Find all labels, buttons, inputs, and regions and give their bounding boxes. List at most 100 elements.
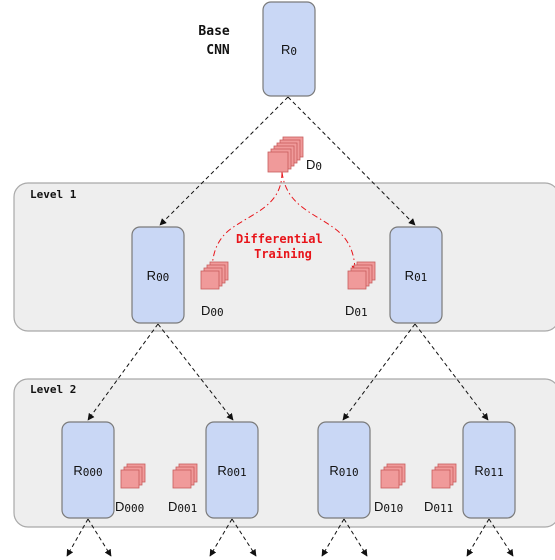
level-2-label: Level 2 <box>30 383 76 396</box>
node-box <box>262 1 316 97</box>
level-2-panel <box>13 378 555 528</box>
label-main: R <box>474 463 483 478</box>
label-main: D <box>345 303 354 318</box>
label-subscript: 000 <box>124 502 144 515</box>
data-card <box>172 469 192 489</box>
node-box <box>131 226 185 324</box>
label-main: R <box>147 268 156 283</box>
node-r00: R00 <box>131 226 185 324</box>
data-card <box>267 151 289 173</box>
label-subscript: 00 <box>210 306 223 319</box>
split-arrow-left <box>208 171 283 273</box>
label-main: R <box>405 268 414 283</box>
edges <box>66 96 514 557</box>
dataset-d00: D00 <box>200 261 229 319</box>
node-box <box>317 421 371 519</box>
split-arrow-right <box>281 171 359 273</box>
node-box <box>205 421 259 519</box>
edge-out <box>488 518 514 557</box>
edge-out <box>343 518 368 557</box>
dataset-d01: D01 <box>345 261 376 319</box>
label-subscript: 001 <box>227 466 247 479</box>
r00-label: R00 <box>147 268 170 284</box>
label-subscript: 011 <box>433 502 453 515</box>
base-label-line-2: CNN <box>206 43 230 58</box>
data-card <box>380 469 400 489</box>
label-subscript: 001 <box>177 502 197 515</box>
label-main: R <box>329 463 338 478</box>
label-subscript: 011 <box>484 466 504 479</box>
label-main: D <box>201 303 210 318</box>
d0-label: D0 <box>306 157 322 173</box>
node-box <box>61 421 115 519</box>
dataset-d000: D000 <box>115 463 146 515</box>
data-card <box>200 270 220 290</box>
edge-out <box>466 518 490 557</box>
node-r000: R000 <box>61 421 115 519</box>
node-box <box>462 421 516 519</box>
data-card <box>347 270 367 290</box>
edge-out <box>209 518 233 557</box>
edge-out <box>231 518 257 557</box>
label-main: D <box>306 157 315 172</box>
label-subscript: 01 <box>414 271 427 284</box>
d00-label: D00 <box>201 303 224 319</box>
d01-label: D01 <box>345 303 368 319</box>
label-main: D <box>374 499 383 514</box>
data-card <box>120 469 140 489</box>
d011-label: D011 <box>424 499 453 515</box>
edge-out <box>321 518 345 557</box>
r010-label: R010 <box>329 463 358 479</box>
label-subscript: 0 <box>315 160 322 173</box>
edge-out <box>87 518 112 557</box>
dataset-d010: D010 <box>374 463 406 515</box>
label-main: R <box>281 42 290 57</box>
label-subscript: 010 <box>383 502 403 515</box>
data-card <box>431 469 451 489</box>
node-box <box>389 226 443 324</box>
d000-label: D000 <box>115 499 144 515</box>
base-label-line-1: Base <box>198 24 229 39</box>
node-r01: R01 <box>389 226 443 324</box>
node-r010: R010 <box>317 421 371 519</box>
dataset-d011: D011 <box>424 463 457 515</box>
label-subscript: 010 <box>339 466 359 479</box>
differential-training-label: Differential Training <box>236 232 330 261</box>
edge-r0-r01 <box>287 96 416 226</box>
label-subscript: 00 <box>156 271 169 284</box>
label-main: R <box>217 463 226 478</box>
label-main: D <box>115 499 124 514</box>
r000-label: R000 <box>73 463 102 479</box>
node-r001: R001 <box>205 421 259 519</box>
d010-label: D010 <box>374 499 403 515</box>
edge-r00-r001 <box>157 323 234 421</box>
r0-label: R0 <box>281 42 297 58</box>
label-main: D <box>168 499 177 514</box>
differential-training-arrows <box>208 171 359 273</box>
label-main: R <box>73 463 82 478</box>
edge-r01-r010 <box>342 323 416 421</box>
level-1-label: Level 1 <box>30 188 77 201</box>
label-subscript: 01 <box>354 306 367 319</box>
label-main: D <box>424 499 433 514</box>
edge-r0-r00 <box>159 96 289 226</box>
dataset-d0: D0 <box>267 136 322 173</box>
edge-out <box>66 518 89 557</box>
r011-label: R011 <box>474 463 503 479</box>
r001-label: R001 <box>217 463 246 479</box>
r01-label: R01 <box>405 268 428 284</box>
annotation-line-1: Differential <box>236 232 323 246</box>
base-cnn-label: Base CNN <box>198 24 237 58</box>
label-subscript: 0 <box>290 45 297 58</box>
label-subscript: 000 <box>83 466 103 479</box>
node-r011: R011 <box>462 421 516 519</box>
dataset-d001: D001 <box>168 463 198 515</box>
node-r0: R0 <box>262 1 316 97</box>
edge-r00-r000 <box>87 323 159 421</box>
edge-r01-r011 <box>414 323 489 421</box>
annotation-line-2: Training <box>254 247 312 261</box>
d001-label: D001 <box>168 499 197 515</box>
